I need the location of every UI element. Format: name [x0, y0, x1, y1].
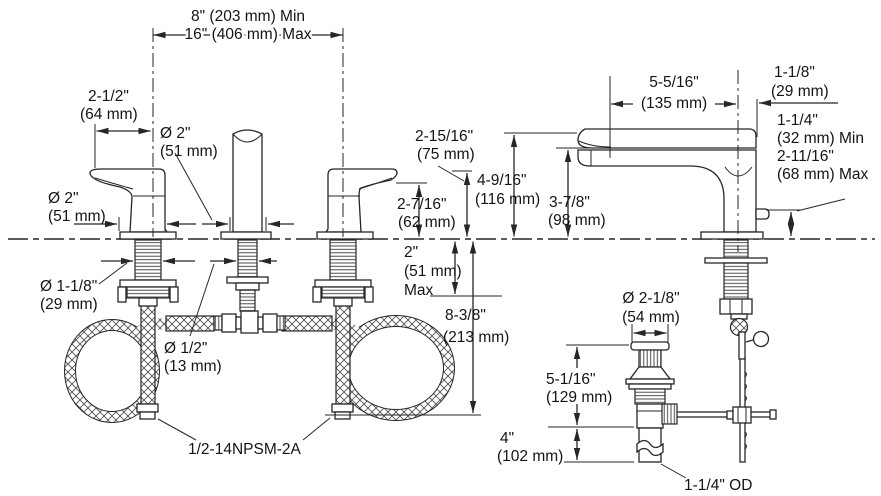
tee-fitting-and-hoses: [165, 310, 333, 334]
label-spout-reach-mm: (135 mm): [641, 95, 707, 112]
label-deck-thickness-in: 2": [404, 244, 418, 261]
drain-lift-rod: [675, 330, 777, 463]
label-supply-tube-diameter-in: Ø 1/2": [164, 340, 207, 357]
label-spout-diameter-mm: (51 mm): [160, 143, 218, 160]
label-handle-diameter-in: Ø 2": [48, 190, 79, 207]
label-deck-thickness-mm: (51 mm): [404, 263, 462, 280]
spout-shank: [226, 239, 269, 312]
label-deck-thickness-max: Max: [404, 282, 434, 299]
left-valve-shank: [117, 239, 179, 307]
label-tailpiece-od: 1-1/4" OD: [684, 477, 752, 494]
label-below-deck-length-in: 8-3/8": [445, 307, 486, 324]
label-handle-length-in: 2-1/2": [88, 88, 129, 105]
label-below-deck-length-mm: (213 mm): [443, 329, 509, 346]
label-overall-height-in: 4-9/16": [477, 172, 526, 189]
label-drain-flange-diameter-mm: (54 mm): [622, 309, 680, 326]
label-body-depth-mm: (29 mm): [771, 83, 829, 100]
label-shank-diameter-in: Ø 1-1/8": [40, 278, 97, 295]
label-supply-thread: 1/2-14NPSM-2A: [188, 441, 302, 458]
centerlines: [152, 28, 739, 252]
label-spout-tip-height-mm: (98 mm): [548, 212, 606, 229]
label-spout-reach-in: 5-5/16": [649, 74, 698, 91]
faucet-side-view: [577, 128, 770, 240]
label-outlet-range-min-in: 1-1/4": [777, 112, 818, 129]
label-aerator-height-in: 2-15/16": [415, 128, 473, 145]
label-shank-diameter-mm: (29 mm): [40, 296, 98, 313]
label-handle-length-mm: (64 mm): [80, 106, 138, 123]
label-drain-flange-diameter-in: Ø 2-1/8": [622, 290, 679, 307]
label-spout-tip-height-in: 3-7/8": [549, 194, 590, 211]
label-tailpiece-length-in: 4": [500, 430, 514, 447]
right-valve-shank: [312, 239, 374, 307]
spout-front: [220, 129, 272, 240]
label-handle-height-mm: (62 mm): [398, 214, 456, 231]
label-drain-height-mm: (129 mm): [546, 389, 612, 406]
label-aerator-height-mm: (75 mm): [417, 146, 475, 163]
label-outlet-range-max-in: 2-11/16": [777, 148, 834, 165]
dimension-labels: 8" (203 mm) Min 16" (406 mm) Max 2-1/2" …: [40, 8, 869, 494]
label-spout-diameter-in: Ø 2": [160, 125, 191, 142]
label-body-depth-in: 1-1/8": [774, 64, 815, 81]
label-tailpiece-length-mm: (102 mm): [497, 448, 563, 465]
label-outlet-range-min-mm: (32 mm) Min: [777, 130, 864, 147]
label-outlet-range-max-mm: (68 mm) Max: [777, 166, 869, 183]
label-handle-diameter-mm: (51 mm): [48, 208, 106, 225]
label-handle-height-in: 2-7/16": [397, 196, 446, 213]
left-handle-front: [89, 168, 177, 240]
label-spread-max: 16" (406 mm) Max: [185, 26, 312, 43]
label-drain-height-in: 5-1/16": [546, 371, 595, 388]
right-handle-front: [316, 168, 398, 240]
dimension-lines: [74, 31, 846, 479]
drain-assembly: [625, 341, 678, 463]
label-supply-tube-diameter-mm: (13 mm): [164, 358, 222, 375]
label-overall-height-mm: (116 mm): [475, 191, 540, 208]
label-spread-min: 8" (203 mm) Min: [191, 8, 305, 25]
side-view-below-deck: [704, 239, 768, 337]
